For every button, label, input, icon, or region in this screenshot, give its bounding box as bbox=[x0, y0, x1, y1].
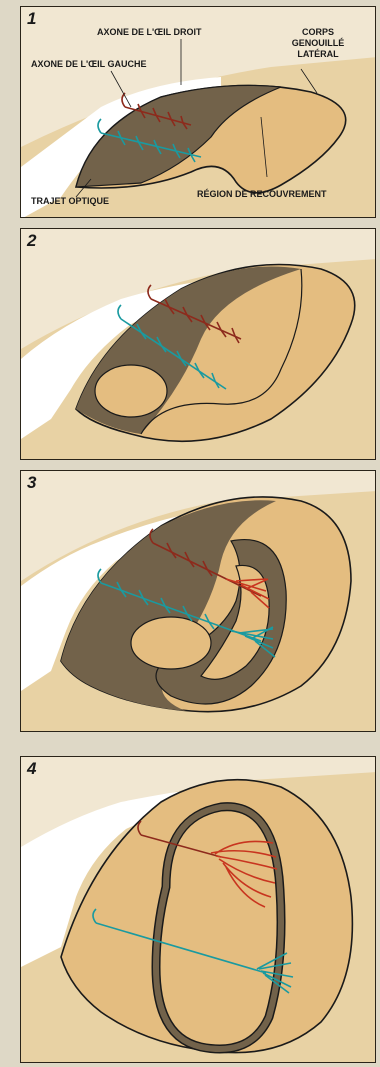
panel-3-illustration bbox=[21, 471, 376, 732]
panel-2-illustration bbox=[21, 229, 376, 460]
panel-2: 2 bbox=[20, 228, 376, 460]
lgn-line-3: LATÉRAL bbox=[273, 49, 363, 60]
label-optic-tract: TRAJET OPTIQUE bbox=[31, 196, 109, 207]
lgn-line-1: CORPS bbox=[273, 27, 363, 38]
panel-number: 1 bbox=[27, 9, 36, 29]
label-lateral-geniculate-body: CORPS GENOUILLÉ LATÉRAL bbox=[273, 27, 363, 60]
panel-number: 4 bbox=[27, 759, 36, 779]
label-right-eye-axon: AXONE DE L'ŒIL DROIT bbox=[97, 27, 201, 38]
label-overlap-region: RÉGION DE RECOUVREMENT bbox=[197, 189, 327, 200]
panel-3: 3 bbox=[20, 470, 376, 732]
lgn-line-2: GENOUILLÉ bbox=[273, 38, 363, 49]
panel-4-illustration bbox=[21, 757, 376, 1063]
panel-number: 3 bbox=[27, 473, 36, 493]
panel-1: 1 AXONE DE L'ŒIL DROIT AXONE DE L'ŒIL GA… bbox=[20, 6, 376, 218]
label-left-eye-axon: AXONE DE L'ŒIL GAUCHE bbox=[31, 59, 146, 70]
left-eye-only-zone bbox=[95, 365, 167, 417]
left-eye-only-zone bbox=[131, 617, 211, 669]
panel-4: 4 bbox=[20, 756, 376, 1063]
panel-number: 2 bbox=[27, 231, 36, 251]
